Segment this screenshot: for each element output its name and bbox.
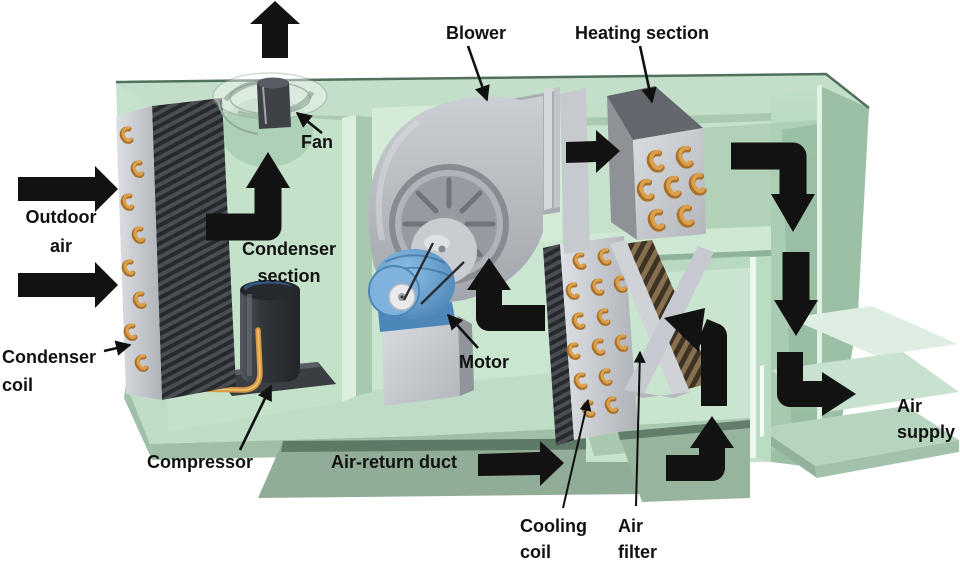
return-through-filter-elbow-arrow	[697, 319, 727, 406]
condenser-coil	[116, 98, 236, 400]
label-compressor: Compressor	[147, 452, 254, 472]
drive-belt	[402, 242, 435, 301]
label-cooling-coil: Cooling coil	[520, 516, 587, 562]
fan-leader-arrow	[295, 111, 323, 135]
heating-section-leader-arrow	[638, 45, 657, 104]
label-air-return-duct: Air-return duct	[331, 452, 457, 472]
blower-to-heating-arrow	[566, 130, 620, 173]
motor-leader-arrow	[446, 313, 479, 349]
blower-intake-up-elbow-arrow	[476, 288, 545, 331]
fan-hub	[257, 82, 291, 129]
compressor-leader-arrow	[238, 384, 273, 451]
label-condenser-coil: Condenser coil	[2, 347, 97, 395]
airflow-arrows	[18, 1, 856, 486]
motor-assembly	[368, 242, 474, 406]
heating-to-supply-duct-elbow-arrow	[731, 142, 807, 198]
condenser-fan	[212, 72, 328, 135]
air-supply-ductwork	[759, 306, 959, 478]
cooling-coil-leader-arrow	[562, 398, 592, 509]
label-blower: Blower	[445, 23, 506, 43]
blower-leader-arrow	[466, 45, 490, 102]
air-return-duct-flow-arrow	[478, 441, 564, 486]
label-condenser-section: Condenser section	[241, 239, 337, 286]
heating-section-box	[607, 86, 706, 240]
label-heating-section: Heating section	[574, 23, 710, 43]
condenser-air-up-elbow-arrow	[206, 186, 282, 241]
outdoor-air-lower-arrow	[18, 262, 118, 308]
label-air-filter: Air filter	[618, 516, 658, 562]
motor-pedestal	[382, 316, 460, 406]
leader-lines	[103, 45, 657, 509]
condenser-coil-leader-arrow	[103, 340, 132, 356]
outdoor-air-upper-arrow	[18, 166, 118, 212]
exhaust-air-up-arrow	[250, 1, 300, 58]
label-outdoor-air: Outdoor air	[25, 207, 97, 256]
label-motor: Motor	[459, 352, 509, 372]
label-fan: Fan	[301, 132, 334, 152]
compressor	[151, 280, 336, 396]
supply-out-elbow-arrow	[777, 352, 824, 407]
return-riser-up-elbow-arrow	[666, 444, 725, 481]
cooling-coil	[543, 236, 638, 446]
label-air-supply: Air supply	[897, 396, 956, 442]
condenser-partition	[356, 115, 372, 396]
condenser-partition-edge	[342, 115, 356, 402]
air-filter-leader-arrow	[633, 350, 646, 507]
chamber-partition	[756, 238, 771, 462]
